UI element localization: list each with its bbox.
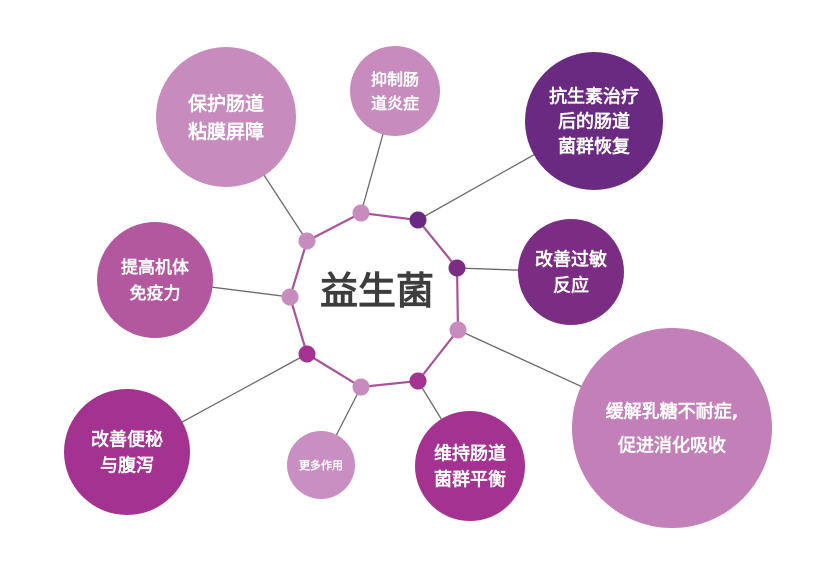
bubble-circle bbox=[350, 46, 440, 136]
bubble-label: 道炎症 bbox=[371, 94, 419, 113]
ring-node bbox=[449, 321, 467, 339]
bubble-label: 菌群恢复 bbox=[558, 135, 631, 157]
bubble-label: 粘膜屏障 bbox=[188, 120, 264, 143]
ring-node bbox=[448, 259, 466, 277]
center-title: 益生菌 bbox=[320, 269, 434, 313]
bubble-label: 反应 bbox=[553, 274, 589, 296]
bubble-circle bbox=[572, 328, 772, 528]
bubble-label: 改善便秘 bbox=[91, 428, 163, 450]
ring-node bbox=[409, 372, 427, 390]
bubble-label: 改善过敏 bbox=[535, 248, 608, 270]
bubble-label: 缓解乳糖不耐症, bbox=[606, 400, 739, 422]
bubble-label: 保护肠道 bbox=[187, 92, 264, 115]
bubble-circle bbox=[287, 431, 355, 499]
ring-node bbox=[298, 345, 316, 363]
bubble-circle bbox=[518, 219, 624, 325]
bubble-circle bbox=[525, 52, 663, 190]
bubble-label: 维持肠道 bbox=[434, 442, 506, 464]
ring-node bbox=[298, 232, 316, 250]
bubble-more-effects: 更多作用 bbox=[287, 431, 355, 499]
bubble-label: 更多作用 bbox=[299, 458, 343, 472]
bubble-label: 后的肠道 bbox=[558, 110, 630, 132]
ring-node bbox=[281, 288, 299, 306]
ring-node bbox=[409, 211, 427, 229]
bubble-label: 与腹泻 bbox=[100, 454, 154, 476]
bubble-label: 菌群平衡 bbox=[434, 468, 506, 490]
benefit-bubbles: 保护肠道粘膜屏障抑制肠道炎症抗生素治疗后的肠道菌群恢复改善过敏反应缓解乳糖不耐症… bbox=[64, 46, 772, 528]
bubble-label: 促进消化吸收 bbox=[617, 434, 726, 456]
bubble-lactose-absorption: 缓解乳糖不耐症, 促进消化吸收 bbox=[572, 328, 772, 528]
bubble-circle bbox=[97, 222, 213, 338]
bubble-label: 提高机体 bbox=[121, 257, 190, 278]
center-ring bbox=[281, 204, 467, 396]
bubble-circle bbox=[64, 389, 190, 515]
ring-outline bbox=[288, 211, 460, 389]
ring-node bbox=[352, 204, 370, 222]
bubble-label: 抑制肠 bbox=[371, 70, 419, 89]
ring-node bbox=[352, 378, 370, 396]
bubble-label: 免疫力 bbox=[130, 283, 181, 304]
bubble-label: 抗生素治疗 bbox=[549, 85, 639, 107]
bubble-circle bbox=[156, 47, 296, 187]
bubble-circle bbox=[415, 411, 525, 521]
